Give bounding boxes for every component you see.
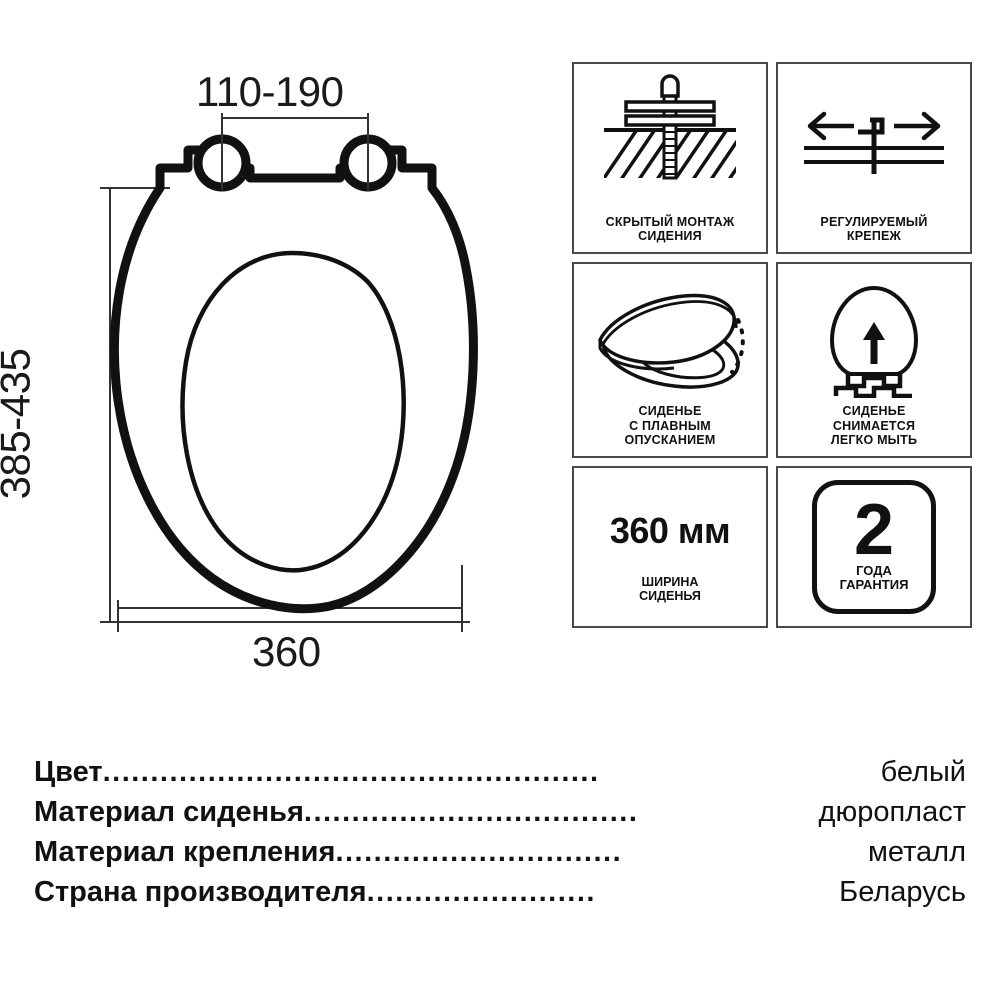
feature-caption: СКРЫТЫЙ МОНТАЖ СИДЕНИЯ — [606, 215, 735, 245]
top-dimension-label: 110-190 — [196, 68, 344, 115]
spec-leader-dots: ................................... — [303, 796, 639, 829]
caption-line: ГОДА — [856, 562, 892, 578]
spec-row: Материал сиденья .......................… — [34, 792, 966, 832]
caption-line: С ПЛАВНЫМ — [629, 418, 711, 433]
caption-line: ШИРИНА — [641, 574, 699, 589]
caption-line: СИДЕНЬЕ — [842, 403, 906, 418]
caption-line: СИДЕНЬЕ — [638, 403, 702, 418]
caption-line: СИДЕНЬЯ — [639, 589, 701, 604]
left-dimension-label: 385-435 — [0, 348, 39, 500]
caption-line: ЛЕГКО МЫТЬ — [830, 433, 918, 448]
seat-width-value: 360 мм — [609, 510, 731, 551]
caption-line: СКРЫТЫЙ МОНТАЖ — [605, 214, 735, 229]
warranty-years-number: 2 — [853, 489, 895, 570]
spec-label: Страна производителя — [34, 876, 367, 909]
feature-caption: РЕГУЛИРУЕМЫЙ КРЕПЕЖ — [820, 215, 927, 245]
feature-box-warranty: 2 ГОДА ГАРАНТИЯ — [776, 466, 972, 628]
spec-value: Беларусь — [839, 876, 966, 909]
spec-value: белый — [880, 756, 966, 788]
feature-box-hidden-mount: СКРЫТЫЙ МОНТАЖ СИДЕНИЯ — [572, 62, 768, 254]
feature-box-removable-seat: СИДЕНЬЕ СНИМАЕТСЯ ЛЕГКО МЫТЬ — [776, 262, 972, 458]
caption-line: СИДЕНИЯ — [638, 229, 702, 244]
feature-box-seat-width: 360 мм ШИРИНА СИДЕНЬЯ — [572, 466, 768, 628]
spec-label: Материал сиденья — [34, 796, 304, 829]
warranty-caption: ГОДА ГАРАНТИЯ — [839, 562, 909, 593]
spec-value: металл — [867, 836, 966, 869]
seat-outer-outline — [109, 145, 478, 614]
adjustable-fastener-arrows-icon — [794, 98, 954, 184]
feature-caption: СИДЕНЬЕ СНИМАЕТСЯ ЛЕГКО МЫТЬ — [831, 404, 917, 448]
feature-caption: СИДЕНЬЕ С ПЛАВНЫМ ОПУСКАНИЕМ — [625, 404, 716, 448]
specification-list: Цвет ...................................… — [34, 752, 966, 912]
caption-line: РЕГУЛИРУЕМЫЙ — [820, 214, 928, 229]
spec-leader-dots: .............................. — [335, 836, 623, 869]
spec-row: Страна производителя ...................… — [34, 872, 966, 912]
feature-box-soft-close: СИДЕНЬЕ С ПЛАВНЫМ ОПУСКАНИЕМ — [572, 262, 768, 458]
spec-row: Материал крепления .....................… — [34, 832, 966, 872]
spec-row: Цвет ...................................… — [34, 752, 966, 792]
seat-inner-opening — [180, 250, 406, 573]
feature-box-adjustable-fastener: РЕГУЛИРУЕМЫЙ КРЕПЕЖ — [776, 62, 972, 254]
seat-width-caption: ШИРИНА СИДЕНЬЯ — [639, 575, 701, 605]
feature-icon-grid: СКРЫТЫЙ МОНТАЖ СИДЕНИЯ РЕГУЛИРУЕМЫЙ — [572, 62, 972, 628]
spec-label: Цвет — [34, 756, 103, 788]
caption-line: ГАРАНТИЯ — [839, 576, 909, 592]
hidden-mount-screw-icon — [590, 72, 750, 184]
bottom-dimension-label: 360 — [252, 628, 321, 675]
spec-value: дюропласт — [818, 796, 966, 829]
toilet-seat-dimension-drawing — [100, 113, 478, 632]
caption-line: СНИМАЕТСЯ — [832, 418, 916, 433]
soft-close-seat-icon — [582, 278, 758, 394]
spec-leader-dots: ........................................… — [102, 756, 600, 788]
technical-drawing-panel: 110-190 360 385-435 — [0, 0, 545, 700]
spec-label: Материал крепления — [34, 836, 336, 869]
removable-seat-arrow-icon — [814, 280, 934, 398]
caption-line: ОПУСКАНИЕМ — [624, 433, 716, 448]
warranty-badge: 2 ГОДА ГАРАНТИЯ — [812, 480, 936, 614]
hole-center-marks — [221, 133, 369, 190]
caption-line: КРЕПЕЖ — [846, 229, 902, 244]
spec-leader-dots: ........................ — [366, 876, 596, 909]
